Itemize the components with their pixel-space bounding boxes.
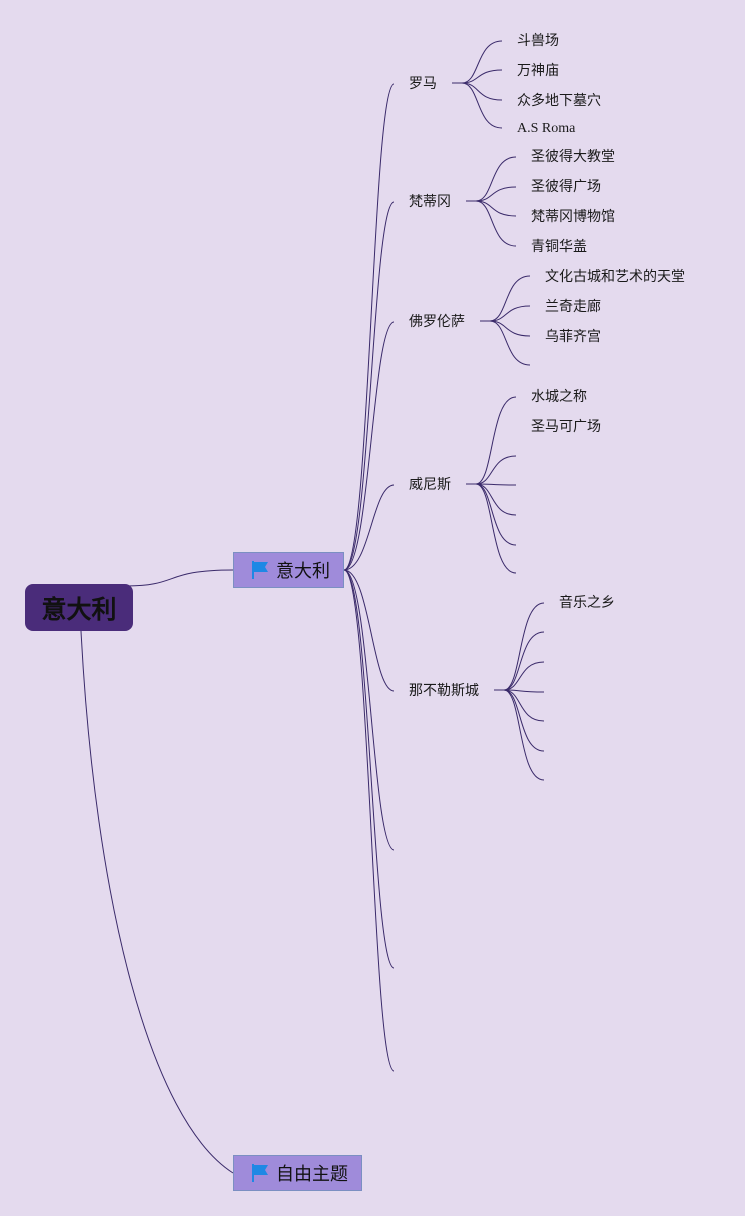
connector-line (489, 320, 531, 366)
connector-line (125, 569, 234, 587)
connector-line (503, 661, 545, 691)
leaf-topic[interactable]: 万神庙 (517, 63, 559, 79)
connector-line (503, 689, 545, 781)
connector-line (343, 201, 395, 571)
connector-line (461, 82, 503, 129)
subtopic-rome[interactable]: 罗马 (409, 76, 437, 92)
connector-line (343, 83, 395, 571)
connector-line (475, 483, 517, 574)
leaf-topic[interactable]: 音乐之乡 (559, 595, 615, 611)
connector-line (475, 200, 517, 247)
leaf-topic[interactable]: 圣马可广场 (531, 419, 601, 435)
subtopic-vatican[interactable]: 梵蒂冈 (409, 194, 451, 210)
connector-line (489, 275, 531, 322)
root-topic-label: 意大利 (41, 594, 117, 624)
main-topic-label: 意大利 (276, 561, 330, 582)
leaf-topic[interactable]: 斗兽场 (517, 33, 559, 49)
connector-line (343, 569, 395, 692)
flag-icon (252, 1164, 268, 1182)
connector-line (343, 321, 395, 571)
leaf-topic[interactable]: 圣彼得大教堂 (531, 149, 615, 165)
connector-line (343, 484, 395, 571)
leaf-topic[interactable]: 文化古城和艺术的天堂 (545, 269, 685, 285)
leaf-topic[interactable]: 乌菲齐宫 (545, 329, 601, 345)
subtopic-naples[interactable]: 那不勒斯城 (409, 683, 479, 699)
leaf-topic[interactable]: 圣彼得广场 (531, 179, 601, 195)
connector-line (343, 569, 395, 1072)
connector-line (80, 630, 234, 1174)
connector-line (475, 455, 517, 485)
main-topic-italy[interactable]: 意大利 (233, 552, 344, 588)
leaf-topic[interactable]: 梵蒂冈博物馆 (531, 209, 615, 225)
connector-line (503, 602, 545, 691)
flag-icon (252, 561, 268, 579)
connector-line (461, 69, 503, 84)
connector-line (343, 569, 395, 851)
connector-line (475, 396, 517, 485)
leaf-topic[interactable]: 青铜华盖 (531, 239, 587, 255)
leaf-topic[interactable]: 水城之称 (531, 389, 587, 405)
connector-line (343, 569, 395, 969)
main-topic-label: 自由主题 (276, 1164, 348, 1185)
connector-line (475, 156, 517, 202)
leaf-topic[interactable]: 兰奇走廊 (545, 299, 601, 315)
connector-line (475, 483, 517, 486)
leaf-topic[interactable]: 众多地下墓穴 (517, 93, 601, 109)
main-topic-free[interactable]: 自由主题 (233, 1155, 362, 1191)
connector-line (489, 305, 531, 322)
connector-line (475, 186, 517, 202)
connector-line (461, 40, 503, 84)
subtopic-venice[interactable]: 威尼斯 (409, 477, 451, 493)
root-topic[interactable]: 意大利 (25, 584, 133, 631)
connector-line (503, 631, 545, 691)
leaf-topic[interactable]: A.S Roma (517, 121, 576, 136)
subtopic-florence[interactable]: 佛罗伦萨 (409, 314, 465, 330)
